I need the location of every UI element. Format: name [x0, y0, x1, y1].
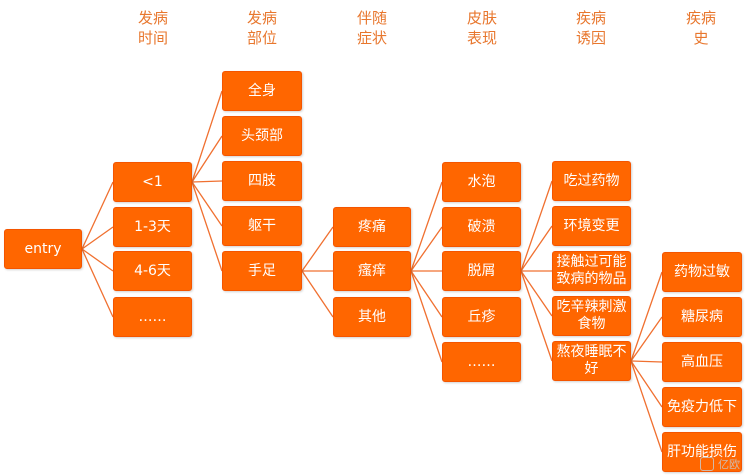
site-node-whole-body[interactable]: 全身 — [222, 71, 302, 111]
history-node-drug-allergy[interactable]: 药物过敏 — [662, 252, 742, 292]
time-node-1-3d[interactable]: 1-3天 — [113, 207, 192, 247]
connector-line — [410, 270, 443, 363]
connector-line — [81, 248, 114, 272]
connector-line — [81, 248, 114, 318]
trigger-node-environment-change[interactable]: 环境变更 — [552, 206, 631, 246]
connector-line — [520, 225, 553, 272]
header-onset-site: 发病 部位 — [246, 9, 277, 47]
site-node-hands-feet[interactable]: 手足 — [222, 251, 302, 291]
connector-line — [191, 181, 223, 227]
connector-line — [520, 270, 553, 362]
symptom-node-pain[interactable]: 疼痛 — [333, 207, 411, 247]
connector-line — [630, 271, 663, 362]
time-node-lt1[interactable]: <1 — [113, 162, 192, 202]
header-accompanying-symptoms: 伴随 症状 — [356, 9, 387, 47]
connector-line — [301, 270, 334, 318]
skin-node-ulcer[interactable]: 破溃 — [442, 207, 521, 247]
connector-line — [191, 181, 223, 272]
skin-node-more[interactable]: …… — [442, 342, 521, 382]
header-disease-trigger: 疾病 诱因 — [575, 9, 606, 47]
connector-line — [191, 90, 223, 183]
skin-node-papule[interactable]: 丘疹 — [442, 297, 521, 337]
trigger-node-sleep-deprivation[interactable]: 熬夜睡眠不 好 — [552, 341, 631, 381]
time-node-4-6d[interactable]: 4-6天 — [113, 251, 192, 291]
connector-line — [630, 316, 663, 362]
connector-line — [630, 360, 663, 453]
connector-line — [81, 226, 114, 250]
site-node-trunk[interactable]: 躯干 — [222, 206, 302, 246]
watermark-text: 亿欧 — [718, 458, 740, 471]
connector-line — [301, 226, 334, 272]
history-node-hypertension[interactable]: 高血压 — [662, 342, 742, 382]
site-node-head-neck[interactable]: 头颈部 — [222, 116, 302, 156]
watermark-logo-icon — [700, 457, 714, 471]
header-skin-manifestation: 皮肤 表现 — [466, 9, 497, 47]
skin-node-scaling[interactable]: 脱屑 — [442, 251, 521, 291]
connector-line — [630, 360, 663, 408]
connector-line — [81, 181, 114, 250]
time-node-more[interactable]: …… — [113, 297, 192, 337]
skin-node-blister[interactable]: 水泡 — [442, 162, 521, 202]
trigger-node-spicy-food[interactable]: 吃辛辣刺激 食物 — [552, 296, 631, 336]
connector-line — [410, 270, 443, 318]
header-onset-time: 发病 时间 — [137, 9, 168, 47]
connector-line — [410, 226, 443, 272]
entry-node[interactable]: entry — [4, 229, 82, 269]
connector-line — [520, 180, 553, 272]
connector-line — [191, 180, 223, 183]
history-node-diabetes[interactable]: 糖尿病 — [662, 297, 742, 337]
header-medical-history: 疾病 史 — [685, 9, 716, 47]
site-node-limbs[interactable]: 四肢 — [222, 161, 302, 201]
symptom-node-itch[interactable]: 瘙痒 — [333, 251, 411, 291]
history-node-liver-damage[interactable]: 肝功能损伤 — [662, 432, 742, 472]
connector-line — [520, 270, 553, 317]
symptom-node-other[interactable]: 其他 — [333, 297, 411, 337]
history-node-low-immunity[interactable]: 免疫力低下 — [662, 387, 742, 427]
watermark: 亿欧 — [700, 456, 740, 472]
trigger-node-contact-allergen[interactable]: 接触过可能 致病的物品 — [552, 251, 631, 291]
connector-line — [410, 181, 443, 272]
trigger-node-medication[interactable]: 吃过药物 — [552, 161, 631, 201]
connector-line — [191, 135, 223, 183]
connector-line — [630, 360, 663, 363]
